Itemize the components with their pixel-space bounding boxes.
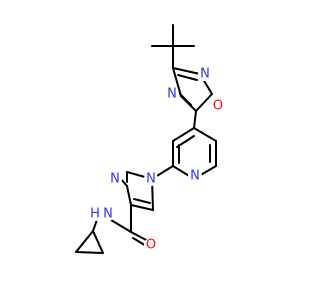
bond bbox=[92, 230, 104, 254]
bond bbox=[110, 219, 132, 233]
atom-label-n: N bbox=[190, 169, 200, 184]
atom-label-n: N bbox=[103, 207, 113, 222]
atom-label-o: O bbox=[146, 238, 156, 253]
atom-labels: N O N N N N N H O bbox=[89, 67, 225, 253]
atom-label-n: N bbox=[146, 172, 156, 187]
bond bbox=[193, 127, 217, 142]
atom-label-bg bbox=[165, 87, 179, 101]
bond bbox=[193, 110, 197, 129]
bond bbox=[177, 74, 198, 81]
bond bbox=[75, 251, 104, 254]
bond bbox=[172, 127, 195, 142]
atom-label-bg bbox=[108, 172, 122, 186]
atom-label-n: N bbox=[167, 87, 177, 102]
atom-label-bg bbox=[211, 99, 225, 113]
atom-label-bg bbox=[188, 169, 202, 183]
bond bbox=[133, 198, 151, 204]
atom-label-bg bbox=[144, 172, 158, 186]
atom-label-n: N bbox=[200, 67, 210, 82]
bond bbox=[172, 67, 182, 97]
atom-label-h: H bbox=[90, 207, 100, 222]
atom-label-bg bbox=[101, 207, 115, 221]
bond bbox=[195, 93, 213, 112]
atom-label-n: N bbox=[110, 172, 120, 187]
atom-label-bg bbox=[144, 238, 158, 252]
atom-label-bg bbox=[198, 67, 212, 81]
atom-label-o: O bbox=[213, 99, 223, 114]
molecule-canvas: N O N N N N N H O bbox=[75, 24, 225, 254]
atom-label-bg bbox=[89, 207, 103, 221]
bond bbox=[126, 185, 132, 206]
molecule-structure: N O N N N N N H O bbox=[75, 24, 225, 254]
bond bbox=[172, 67, 201, 75]
bond bbox=[75, 230, 94, 253]
bond bbox=[176, 135, 195, 148]
bond bbox=[130, 204, 154, 211]
